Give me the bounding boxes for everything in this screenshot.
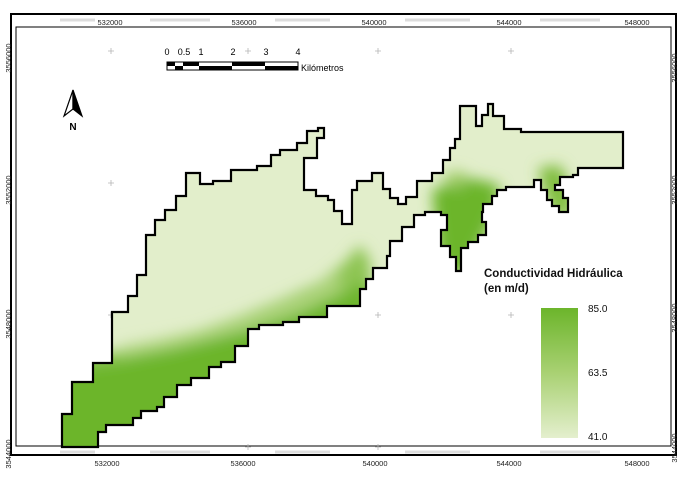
y-label-left-3548000: 3548000 xyxy=(4,309,13,338)
y-label-left-3552000: 3552000 xyxy=(4,175,13,204)
scale-tick-3: 3 xyxy=(263,47,268,57)
y-label-left-3544000: 3544000 xyxy=(4,439,13,468)
x-label-bottom-536000: 536000 xyxy=(230,459,255,468)
x-label-bottom-544000: 544000 xyxy=(496,459,521,468)
frame-dashes xyxy=(60,18,600,454)
x-label-top-532000: 532000 xyxy=(97,18,122,27)
scale-tick-1: 1 xyxy=(198,47,203,57)
scale-tick-0.5: 0.5 xyxy=(178,47,191,57)
north-label: N xyxy=(69,122,76,133)
legend-color-ramp xyxy=(541,308,578,438)
x-axis-labels-bottom: 532000 536000 540000 544000 548000 xyxy=(94,459,649,468)
north-arrow-icon: N xyxy=(62,89,84,133)
y-label-right-3548000: 3548000 xyxy=(670,303,679,332)
map-inner-frame xyxy=(15,26,672,447)
x-label-bottom-540000: 540000 xyxy=(362,459,387,468)
x-label-bottom-548000: 548000 xyxy=(624,459,649,468)
scale-tick-0: 0 xyxy=(164,47,169,57)
y-label-right-3556000: 3556000 xyxy=(670,53,679,82)
x-label-top-544000: 544000 xyxy=(496,18,521,27)
legend-min-value: 41.0 xyxy=(588,432,608,443)
y-axis-labels-left: 3556000 3552000 3548000 3544000 xyxy=(4,43,13,468)
study-area-boundary xyxy=(60,102,625,449)
y-label-left-3556000: 3556000 xyxy=(4,43,13,72)
x-label-top-548000: 548000 xyxy=(624,18,649,27)
legend: Conductividad Hidráulica (en m/d) 85.0 6… xyxy=(484,268,623,443)
y-label-right-3544000: 3544000 xyxy=(670,433,679,462)
scale-bar: 0 0.5 1 2 3 4 Kilómetros xyxy=(164,47,344,73)
scale-tick-2: 2 xyxy=(230,47,235,57)
x-label-bottom-532000: 532000 xyxy=(94,459,119,468)
x-label-top-540000: 540000 xyxy=(361,18,386,27)
scale-tick-4: 4 xyxy=(295,47,300,57)
scale-unit-label: Kilómetros xyxy=(301,63,344,73)
x-label-top-536000: 536000 xyxy=(231,18,256,27)
legend-max-value: 85.0 xyxy=(588,304,608,315)
legend-title-line1: Conductividad Hidráulica xyxy=(484,268,623,280)
legend-title-line2: (en m/d) xyxy=(484,283,529,295)
y-label-right-3552000: 3552000 xyxy=(670,175,679,204)
legend-mid-value: 63.5 xyxy=(588,368,608,379)
y-axis-labels-right: 3556000 3552000 3548000 3544000 xyxy=(670,53,679,462)
x-axis-labels-top: 532000 536000 540000 544000 548000 xyxy=(97,18,649,27)
